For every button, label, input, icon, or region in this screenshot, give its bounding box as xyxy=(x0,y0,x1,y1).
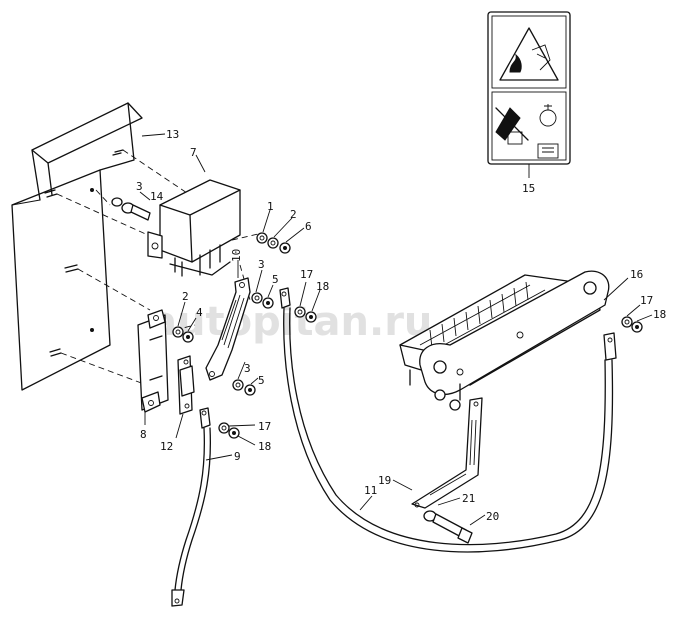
label-4: 4 xyxy=(196,306,203,319)
label-16: 16 xyxy=(630,268,643,281)
label-5: 5 xyxy=(272,273,279,286)
label-17c: 17 xyxy=(640,294,653,307)
cable-11-fasteners xyxy=(294,306,643,333)
leader-lines xyxy=(139,133,653,526)
label-15: 15 xyxy=(522,182,535,195)
label-2b: 2 xyxy=(182,290,189,303)
strap-fasteners xyxy=(232,292,274,396)
label-3: 3 xyxy=(136,180,143,193)
label-11: 11 xyxy=(364,484,377,497)
part-labels: 13 7 3 14 1 2 6 10 3 5 17 18 2 4 3 5 8 1… xyxy=(136,128,666,523)
cable-9 xyxy=(171,407,211,607)
bracket-plate xyxy=(11,102,143,391)
fuse-holder-8 xyxy=(137,309,169,413)
bolt-14 xyxy=(111,197,151,221)
plate-studs xyxy=(44,149,124,357)
label-13: 13 xyxy=(166,128,179,141)
label-6: 6 xyxy=(305,220,312,233)
heater-unit-16 xyxy=(399,270,610,411)
label-18b: 18 xyxy=(258,440,271,453)
label-12: 12 xyxy=(160,440,173,453)
ground-strap-10 xyxy=(205,277,251,381)
label-21: 21 xyxy=(462,492,475,505)
label-17: 17 xyxy=(300,268,313,281)
bolt-20 xyxy=(423,510,473,544)
relay-unit xyxy=(147,179,241,277)
label-2: 2 xyxy=(290,208,297,221)
label-3b: 3 xyxy=(258,258,265,271)
label-14: 14 xyxy=(150,190,164,203)
label-7: 7 xyxy=(190,146,197,159)
label-10: 10 xyxy=(230,249,243,262)
label-1: 1 xyxy=(267,200,274,213)
cable-11 xyxy=(279,287,617,553)
label-19: 19 xyxy=(378,474,391,487)
label-20: 20 xyxy=(486,510,499,523)
fuse-fasteners xyxy=(172,326,194,343)
cable-9-fasteners xyxy=(218,422,240,439)
label-8: 8 xyxy=(140,428,147,441)
label-5b: 5 xyxy=(258,374,265,387)
label-9: 9 xyxy=(234,450,241,463)
relay-fasteners xyxy=(256,232,291,254)
label-18: 18 xyxy=(316,280,329,293)
label-3c: 3 xyxy=(244,362,251,375)
watermark-text: autopitan.ru xyxy=(150,299,432,345)
warning-decal-15 xyxy=(487,11,571,165)
fuse-12 xyxy=(177,355,195,415)
label-17b: 17 xyxy=(258,420,271,433)
label-18c: 18 xyxy=(653,308,666,321)
strap-19 xyxy=(411,397,483,509)
